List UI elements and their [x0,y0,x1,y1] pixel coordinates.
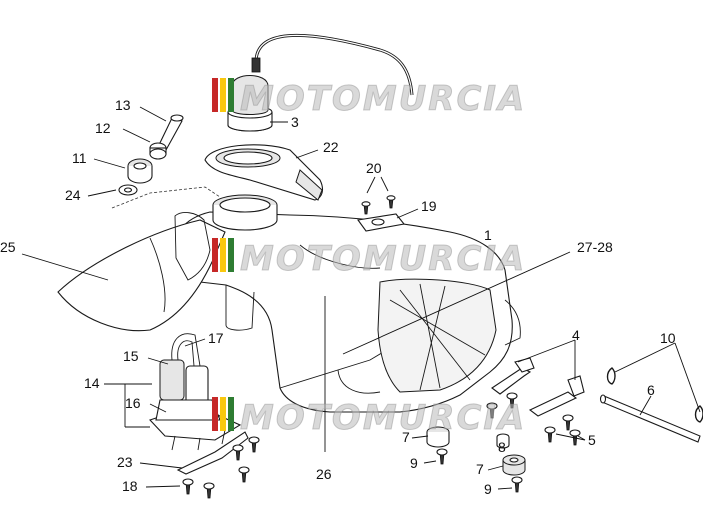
flag-stripe-red [212,397,218,431]
flag-stripe-yellow [220,397,226,431]
callout-5: 5 [588,432,596,448]
watermark-top: MOTOMURCIA [212,78,526,120]
flag-stripe-red [212,238,218,272]
rubber-mount-7a [426,426,450,448]
callout-7a: 7 [402,429,410,445]
watermark-text-middle: MOTOMURCIA [240,239,526,279]
callout-15: 15 [123,348,139,364]
callout-25: 25 [0,239,16,255]
callout-6: 6 [647,382,655,398]
flag-stripe-green [228,397,234,431]
callout-17: 17 [208,330,224,346]
callout-16: 16 [125,395,141,411]
leader-lines [21,106,701,490]
watermark-text-bottom: MOTOMURCIA [240,398,526,438]
spacer-8 [496,433,510,449]
pin-6 [599,394,701,443]
callout-23: 23 [117,454,133,470]
callout-7b: 7 [476,461,484,477]
flag-stripe-green [228,238,234,272]
fuel-cap [227,57,273,132]
screw-20 [361,195,396,215]
washer-24 [118,184,138,196]
cap-bolt-13 [157,114,184,151]
spacer-12 [149,142,167,160]
callout-11: 11 [72,150,87,166]
bolt-set [182,392,581,499]
rubber-mount-7b [502,454,526,476]
clip-10 [606,367,703,423]
bracket-19 [357,213,406,232]
callout-1: 1 [484,227,492,243]
watermark-bottom: MOTOMURCIA [212,397,526,439]
fuel-tank [171,194,521,413]
callout-20: 20 [366,160,382,176]
flag-stripe-red [212,78,218,112]
filler-cover [204,144,324,201]
callout-4: 4 [572,327,580,343]
callout-18: 18 [122,478,138,494]
watermark-text-top: MOTOMURCIA [240,79,526,119]
callout-8: 8 [498,439,506,455]
callout-10: 10 [660,330,676,346]
pump-bracket-23 [176,431,249,475]
flag-stripe-yellow [220,238,226,272]
side-cover [57,212,226,332]
callout-13: 13 [115,97,131,113]
callout-labels: 13 12 11 24 3 22 20 19 1 25 27-28 17 15 … [0,97,676,497]
callout-14: 14 [84,375,100,391]
flag-stripe-yellow [220,78,226,112]
rubber-grommet-11 [127,158,153,184]
callout-19: 19 [421,198,437,214]
callout-26: 26 [316,466,332,482]
callout-9a: 9 [410,455,418,471]
callout-3: 3 [291,114,299,130]
watermark-middle: MOTOMURCIA [212,238,526,280]
callout-9b: 9 [484,481,492,497]
callout-12: 12 [95,120,111,136]
fuel-pump-assembly [149,333,242,451]
tank-bracket-4b [528,375,585,417]
callout-24: 24 [65,187,81,203]
callout-22: 22 [323,139,339,155]
callout-27-28: 27-28 [577,239,613,255]
flag-stripe-green [228,78,234,112]
